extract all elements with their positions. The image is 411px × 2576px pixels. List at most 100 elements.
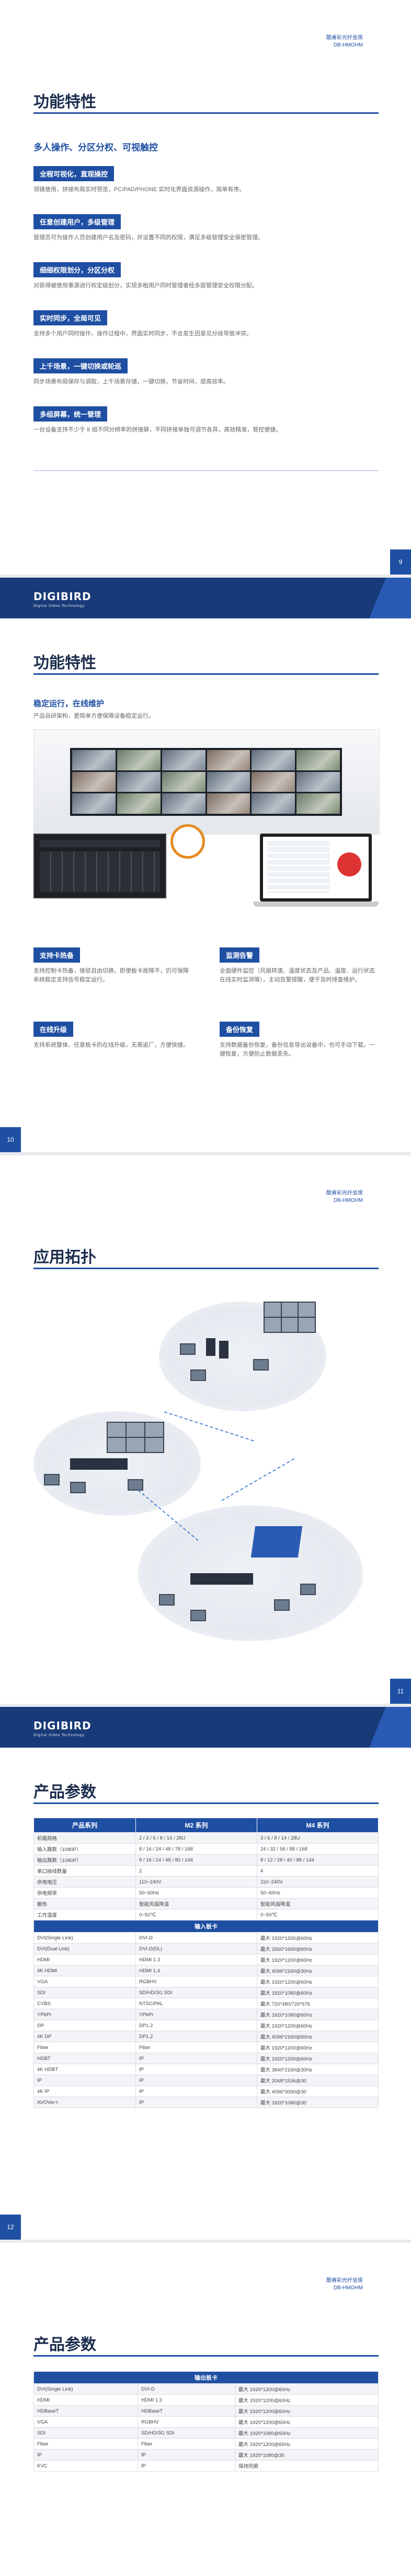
card-label: 支持卡热备 xyxy=(33,947,81,963)
video-wall xyxy=(107,1422,164,1453)
title-divider xyxy=(33,1802,379,1804)
feature-item: 全程可视化，直观操控 领镜使用，拼接布局实时预览，PC/PAD/PHONE 实时… xyxy=(33,166,368,194)
page-subtitle: 稳定运行，在线维护 xyxy=(33,699,105,708)
page-number: 11 xyxy=(390,1679,411,1704)
feature-card: 监测告警 全面硬件监控（风扇转速、温度状态及产品、温度、运行状态在线实时监测等）… xyxy=(220,947,376,985)
feature-item: 细细权限划分，分区分权 对获得被使用事源进行权定级划分，实现多租用户同时管理者经… xyxy=(33,262,368,290)
page-number: 12 xyxy=(0,2215,21,2240)
feature-label: 任意创建用户，多级管理 xyxy=(33,214,121,229)
table-row: 散热智能风扇降温智能风扇降温 xyxy=(33,1898,379,1910)
page-header: 酷睿彩光纤坐席 DB-HMOHM xyxy=(326,2278,363,2291)
table-section-row: 输出板卡 xyxy=(33,2371,379,2384)
page-header: 酷睿彩光纤坐席 DB-HMOHM xyxy=(326,35,363,48)
card-label: 备份恢复 xyxy=(220,1022,260,1037)
feature-item: 任意创建用户，多级管理 管理员可为操作人员创建用户名及密码，并设置不同的权限，满… xyxy=(33,214,368,242)
brand-logo: DIGIBIRD Digital Video Technology xyxy=(33,1719,92,1737)
title-divider xyxy=(33,112,379,114)
hero-illustration xyxy=(33,729,380,917)
feature-card: 备份恢复 支持数据备份恢复，备份信息导出设备中，也可手动下载，一键恢复，方便防止… xyxy=(220,1022,376,1059)
zoom-icon xyxy=(170,824,205,859)
workstation xyxy=(44,1474,60,1485)
page-specs-2: 酷睿彩光纤坐席 DB-HMOHM 产品参数 输出板卡 DVI(Single Li… xyxy=(0,2243,411,2576)
video-wall xyxy=(70,748,342,816)
video-wall xyxy=(264,1302,316,1333)
page-header: 酷睿彩光纤坐席 DB-HMOHM xyxy=(326,1190,363,1203)
card-desc: 支持系统整体、任意板卡的在线升级，无需返厂，方便快捷。 xyxy=(33,1042,189,1048)
table-section-row: 输入板卡 xyxy=(33,1920,379,1933)
page-title: 功能特性 xyxy=(33,93,96,111)
brand-band: DIGIBIRD Digital Video Technology xyxy=(0,578,411,618)
feature-label: 细细权限划分，分区分权 xyxy=(33,262,121,277)
laptop-illustration xyxy=(253,834,379,912)
feature-label: 多组屏幕，统一管理 xyxy=(33,406,108,421)
card-label: 在线升级 xyxy=(33,1022,74,1037)
brand-band: DIGIBIRD Digital Video Technology xyxy=(0,1707,411,1748)
page-features-1: 酷睿彩光纤坐席 DB-HMOHM 功能特性 多人操作、分区分权、可视触控 全程可… xyxy=(0,0,411,575)
table-row: DVI(Dual Link)DVI-D(DL)最大 2560*1600@60Hz xyxy=(33,1943,379,1954)
processor-device xyxy=(190,1573,253,1585)
page-title: 功能特性 xyxy=(33,654,96,672)
card-desc: 全面硬件监控（风扇转速、温度状态及产品、温度、运行状态在线实时监测等），主动告警… xyxy=(220,968,375,983)
page-number: 9 xyxy=(390,549,411,575)
topology-diagram xyxy=(33,1281,379,1657)
workstation xyxy=(180,1343,196,1355)
workstation xyxy=(253,1359,269,1371)
footer-divider xyxy=(33,470,379,471)
table-header-row: 产品系列 M2 系列 M4 系列 xyxy=(33,1818,379,1833)
workstation xyxy=(190,1369,206,1381)
title-divider xyxy=(33,1268,379,1269)
workstation xyxy=(159,1594,175,1606)
title-divider xyxy=(33,673,379,675)
projection-screen xyxy=(250,1526,303,1558)
server-rack xyxy=(206,1338,215,1356)
page-title: 产品参数 xyxy=(33,1784,96,1801)
card-desc: 支持数据备份恢复，备份信息导出设备中，也可手动下载，一键恢复，方便防止数据丢失。 xyxy=(220,1042,375,1057)
feature-label: 实时同步，全局可见 xyxy=(33,310,108,325)
feature-desc: 对获得被使用事源进行权定级划分，实现多租用户同时管理者经多层管理安全权限分配。 xyxy=(33,283,258,289)
page-specs-1: DIGIBIRD Digital Video Technology 产品参数 产… xyxy=(0,1707,411,2240)
feature-item: 多组屏幕，统一管理 一台设备支持不少于 8 组不同分辨率的拼接屏，不同拼接单独可… xyxy=(33,406,368,435)
feature-item: 上千场景，一键切换或轮巡 同步场景布局保存与调取，上千场景存储，一键切换，节省时… xyxy=(33,358,368,387)
chassis-device xyxy=(33,834,166,898)
workstation xyxy=(300,1584,316,1595)
feature-desc: 领镜使用，拼接布局实时预览，PC/PAD/PHONE 实时化界面资源操作，简单有… xyxy=(33,186,245,193)
feature-label: 上千场景，一键切换或轮巡 xyxy=(33,358,128,373)
feature-card: 在线升级 支持系统整体、任意板卡的在线升级，无需返厂，方便快捷。 xyxy=(33,1022,190,1050)
workstation xyxy=(70,1482,86,1493)
card-label: 监测告警 xyxy=(220,947,260,963)
page-number: 10 xyxy=(0,1127,21,1152)
feature-desc: 同步场景布局保存与调取，上千场景存储，一键切换，节省时间，提高效率。 xyxy=(33,379,229,385)
page-title: 应用拓扑 xyxy=(33,1249,96,1266)
workstation xyxy=(190,1610,206,1621)
page-title: 产品参数 xyxy=(33,2336,96,2353)
feature-desc: 管理员可为操作人员创建用户名及密码，并设置不同的权限，满足多级管理安全保密管理。 xyxy=(33,235,264,241)
